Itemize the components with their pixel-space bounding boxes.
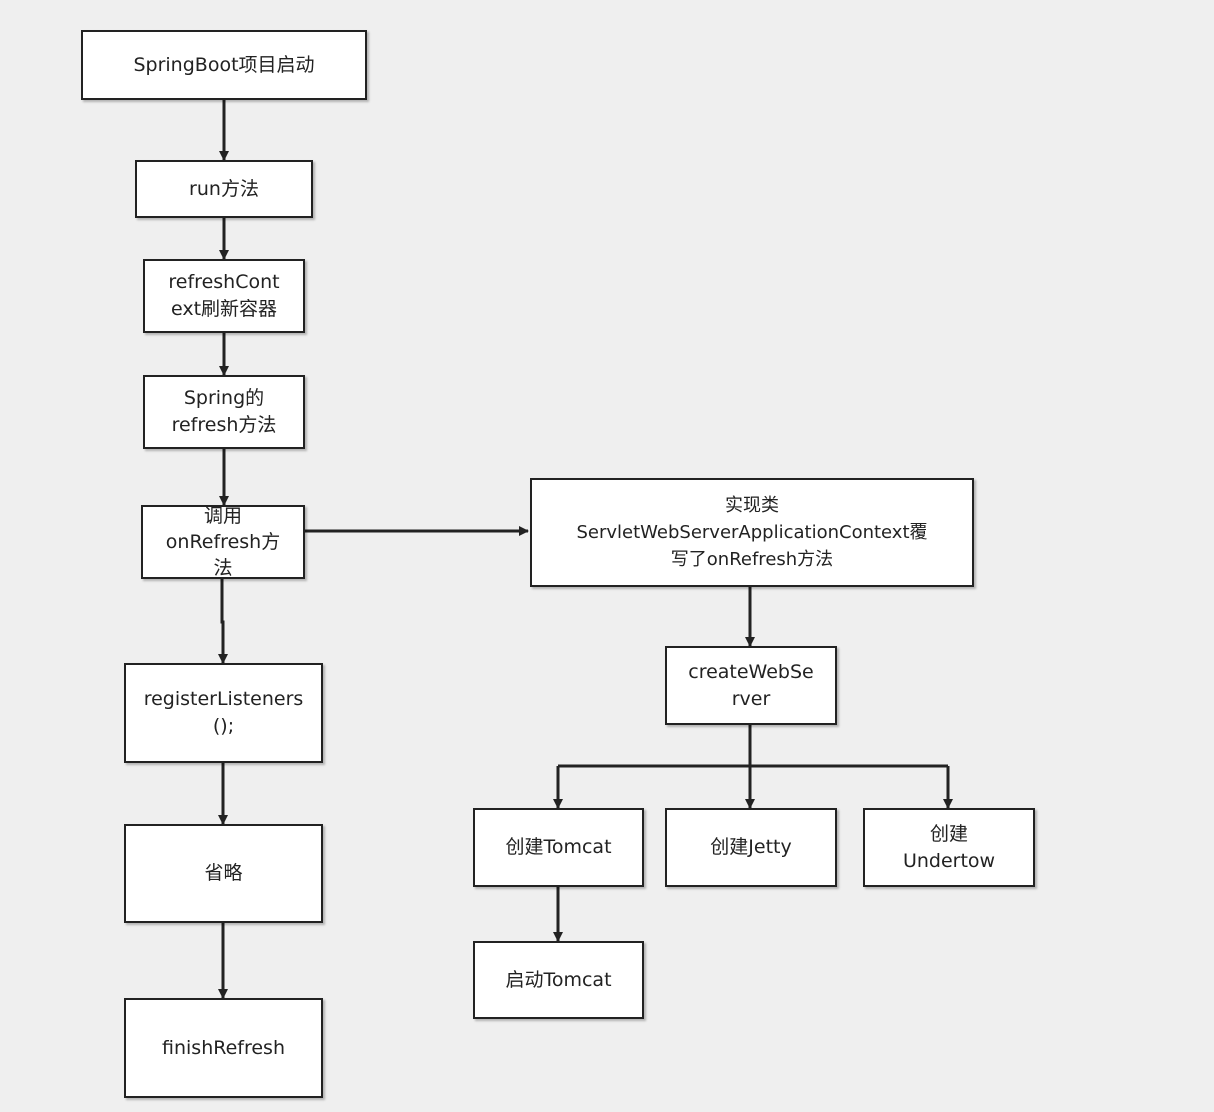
node-create-undertow-label: 创建 Undertow	[902, 822, 996, 872]
node-spring-refresh: Spring的 refresh方法	[143, 375, 305, 449]
node-run-method-label: run方法	[189, 177, 259, 200]
node-impl-class: 实现类 ServletWebServerApplicationContext覆 …	[530, 478, 974, 587]
node-create-jetty-label: 创建Jetty	[710, 836, 792, 858]
node-register-listeners-label: registerListeners ();	[143, 688, 304, 737]
edge-on-refresh-to-register-listeners	[218, 578, 228, 664]
node-on-refresh: 调用 onRefresh方 法	[141, 505, 305, 579]
node-run-method: run方法	[135, 160, 313, 218]
node-refresh-context: refreshCont ext刷新容器	[143, 259, 305, 333]
node-on-refresh-label: 调用 onRefresh方 法	[165, 505, 281, 579]
node-finish-refresh: finishRefresh	[124, 998, 323, 1098]
node-impl-class-label: 实现类 ServletWebServerApplicationContext覆 …	[576, 495, 928, 570]
node-register-listeners: registerListeners ();	[124, 663, 323, 763]
node-springboot-start-label: SpringBoot项目启动	[133, 53, 315, 76]
node-refresh-context-label: refreshCont ext刷新容器	[168, 271, 280, 320]
node-springboot-start: SpringBoot项目启动	[81, 30, 367, 100]
node-start-tomcat: 启动Tomcat	[473, 941, 644, 1019]
node-omitted-label: 省略	[204, 862, 243, 884]
node-finish-refresh-label: finishRefresh	[162, 1036, 285, 1059]
node-spring-refresh-label: Spring的 refresh方法	[171, 387, 277, 436]
node-create-jetty: 创建Jetty	[665, 808, 837, 887]
node-start-tomcat-label: 启动Tomcat	[505, 968, 612, 991]
node-create-tomcat-label: 创建Tomcat	[505, 836, 612, 858]
node-create-undertow: 创建 Undertow	[863, 808, 1035, 887]
node-create-tomcat: 创建Tomcat	[473, 808, 644, 887]
node-create-web-server-label: createWebSe rver	[688, 660, 814, 710]
node-omitted: 省略	[124, 824, 323, 923]
node-create-web-server: createWebSe rver	[665, 646, 837, 725]
